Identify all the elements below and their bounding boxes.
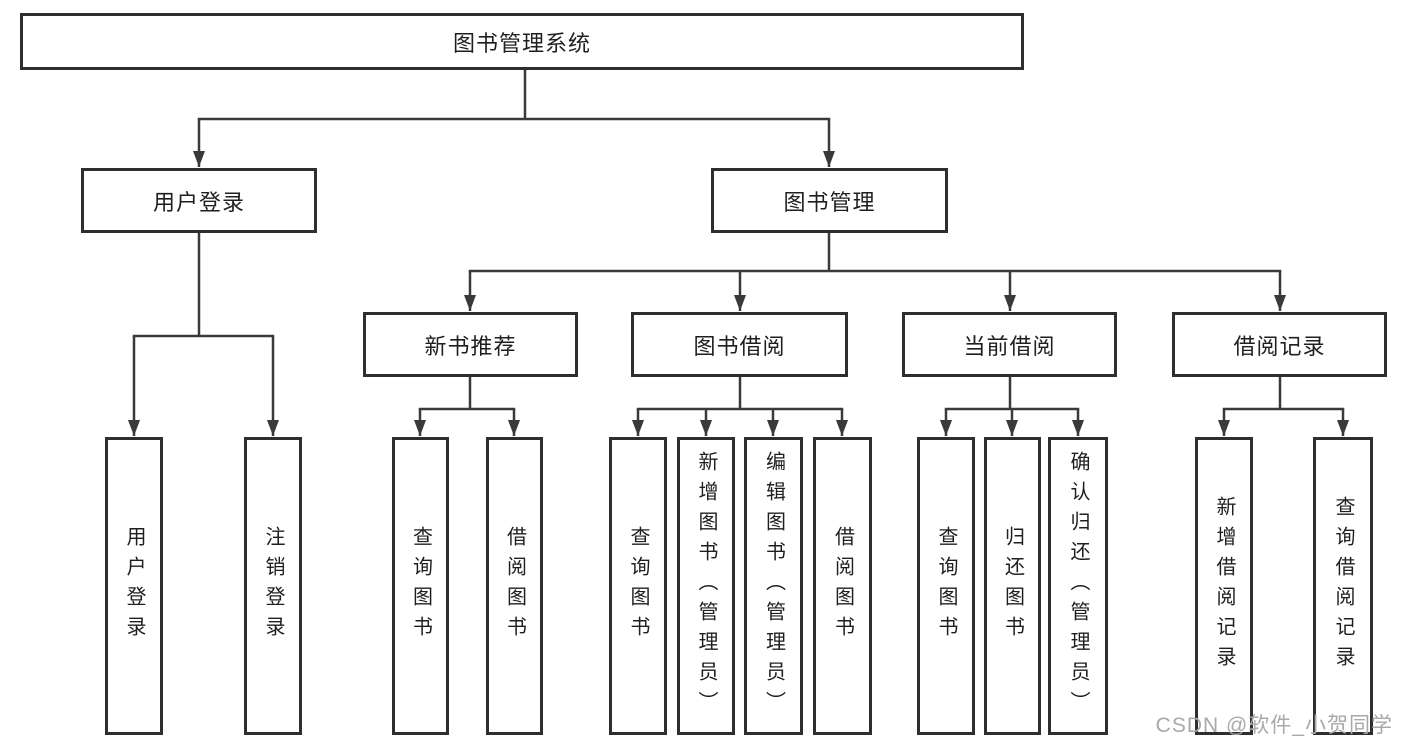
node-current-borrow-label: 当前借阅: [963, 333, 1056, 359]
leaf-return-book-label: 归还图书: [1001, 526, 1024, 646]
leaf-query-borrow-record-label: 查询借阅记录: [1332, 496, 1354, 676]
node-new-book-recommend-label: 新书推荐: [424, 333, 517, 359]
node-book-management-label: 图书管理: [783, 189, 876, 215]
leaf-add-borrow-record-label: 新增借阅记录: [1213, 496, 1235, 676]
node-book-borrow-label: 图书借阅: [693, 333, 786, 359]
csdn-watermark: CSDN @软件_小贺同学: [1155, 714, 1393, 737]
leaf-add-book-admin: 新增图书（管理员）: [677, 437, 735, 735]
leaf-query-books-1: 查询图书: [392, 437, 449, 735]
leaf-query-books-3: 查询图书: [917, 437, 975, 735]
leaf-query-books-2: 查询图书: [609, 437, 667, 735]
node-new-book-recommend: 新书推荐: [363, 312, 578, 377]
leaf-add-book-admin-label: 新增图书（管理员）: [695, 451, 717, 721]
leaf-add-borrow-record: 新增借阅记录: [1195, 437, 1253, 735]
leaf-query-borrow-record: 查询借阅记录: [1313, 437, 1373, 735]
node-root-label: 图书管理系统: [452, 30, 591, 56]
leaf-edit-book-admin: 编辑图书（管理员）: [744, 437, 803, 735]
leaf-user-login-label: 用户登录: [123, 526, 145, 646]
node-book-management: 图书管理: [711, 168, 948, 233]
leaf-borrow-books-2-label: 借阅图书: [831, 526, 854, 646]
leaf-edit-book-admin-label: 编辑图书（管理员）: [762, 451, 785, 721]
leaf-logout-label: 注销登录: [262, 526, 284, 646]
leaf-query-books-3-label: 查询图书: [935, 526, 957, 646]
node-borrow-records: 借阅记录: [1172, 312, 1387, 377]
node-current-borrow: 当前借阅: [902, 312, 1117, 377]
node-book-borrow: 图书借阅: [631, 312, 848, 377]
node-root: 图书管理系统: [20, 13, 1024, 70]
leaf-borrow-books-1: 借阅图书: [486, 437, 543, 735]
leaf-query-books-1-label: 查询图书: [409, 526, 432, 646]
leaf-return-book: 归还图书: [984, 437, 1041, 735]
leaf-query-books-2-label: 查询图书: [627, 526, 649, 646]
node-borrow-records-label: 借阅记录: [1233, 333, 1326, 359]
leaf-borrow-books-1-label: 借阅图书: [503, 526, 526, 646]
leaf-user-login: 用户登录: [105, 437, 163, 735]
leaf-confirm-return-admin: 确认归还（管理员）: [1048, 437, 1108, 735]
leaf-borrow-books-2: 借阅图书: [813, 437, 872, 735]
leaf-confirm-return-admin-label: 确认归还（管理员）: [1067, 451, 1089, 721]
node-user-login: 用户登录: [81, 168, 317, 233]
node-user-login-label: 用户登录: [152, 189, 245, 215]
leaf-logout: 注销登录: [244, 437, 302, 735]
